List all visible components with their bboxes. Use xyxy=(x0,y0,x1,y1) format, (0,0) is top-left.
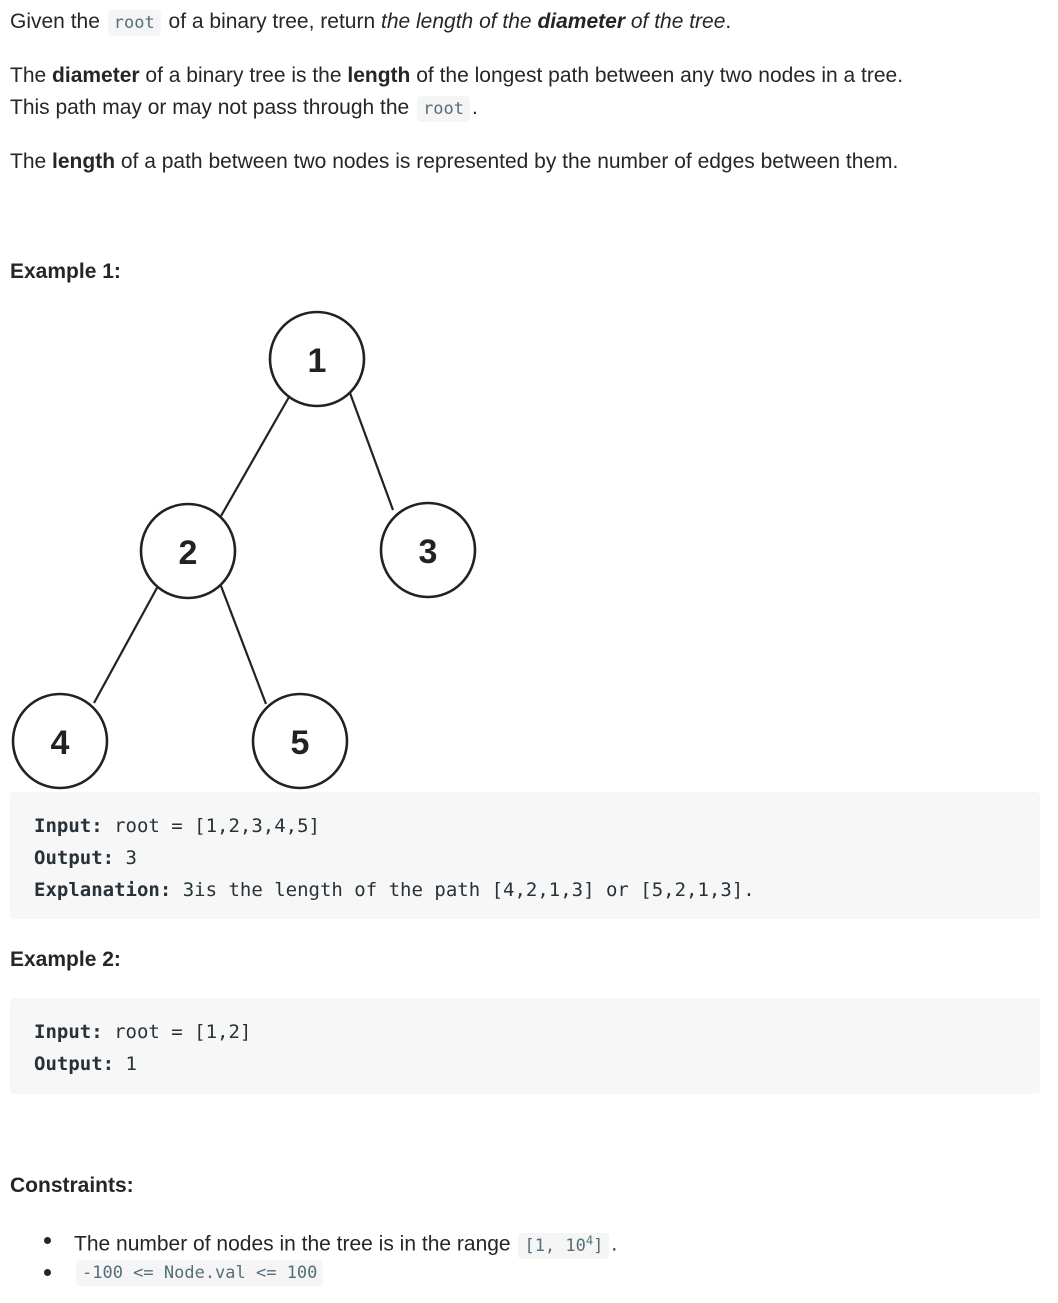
intro-period: . xyxy=(725,10,732,33)
input-label: Input: xyxy=(34,1021,103,1043)
explanation-label: Explanation: xyxy=(34,879,172,901)
intro-paragraph-1: Given the root of a binary tree, return … xyxy=(10,6,731,39)
intro-paragraph-2-line-2: This path may or may not pass through th… xyxy=(10,92,478,125)
tree-node-1 xyxy=(268,310,366,408)
list-item: -100 <= Node.val <= 100 xyxy=(40,1256,617,1288)
intro-italic: of the tree xyxy=(630,10,726,33)
range-code-text: ] xyxy=(593,1235,604,1256)
range-exponent: 4 xyxy=(585,1233,594,1247)
intro-text: of the longest path between any two node… xyxy=(416,64,904,87)
input-label: Input: xyxy=(34,815,103,837)
output-label: Output: xyxy=(34,847,115,869)
tree-edge xyxy=(93,585,159,704)
constraint-text: The number of nodes in the tree is in th… xyxy=(74,1232,511,1256)
intro-bold-diameter: diameter xyxy=(537,10,625,33)
tree-node-3 xyxy=(379,501,477,599)
constraints-list: The number of nodes in the tree is in th… xyxy=(40,1224,617,1288)
intro-text: The xyxy=(10,64,47,87)
intro-bold: length xyxy=(347,64,411,87)
tree-node-label: 5 xyxy=(291,724,310,762)
bullet-icon xyxy=(44,1237,51,1244)
tree-node-5 xyxy=(251,692,349,790)
example-2-heading: Example 2: xyxy=(10,948,121,971)
tree-edge xyxy=(220,396,290,517)
intro-paragraph-3: The length of a path between two nodes i… xyxy=(10,146,898,178)
intro-period: . xyxy=(472,96,478,119)
tree-node-label: 2 xyxy=(179,534,198,572)
inline-code-constraint: -100 <= Node.val <= 100 xyxy=(76,1260,324,1286)
tree-node-label: 4 xyxy=(51,724,70,762)
intro-text: of a binary tree, return xyxy=(168,10,376,33)
tree-node-label: 1 xyxy=(308,342,327,380)
intro-text: This path may or may not pass through th… xyxy=(10,96,410,119)
explanation-value: 3is the length of the path [4,2,1,3] or … xyxy=(171,879,755,901)
tree-node-label: 3 xyxy=(419,533,438,571)
tree-edge xyxy=(348,392,395,511)
range-code-text: [1, 10 xyxy=(524,1235,586,1256)
constraint-period: . xyxy=(611,1232,618,1256)
example-1-code-block: Input: root = [1,2,3,4,5] Output: 3 Expl… xyxy=(10,792,1040,919)
tree-node-2 xyxy=(139,502,237,600)
binary-tree-diagram: 1 2 3 4 5 xyxy=(11,310,477,790)
inline-code-root: root xyxy=(107,10,161,36)
output-value: 3 xyxy=(114,847,137,869)
input-value: root = [1,2,3,4,5] xyxy=(102,815,320,837)
intro-text: Given the xyxy=(10,10,100,33)
constraints-heading: Constraints: xyxy=(10,1174,134,1197)
output-value: 1 xyxy=(114,1053,137,1075)
intro-text: The xyxy=(10,150,47,173)
intro-text: of a path between two nodes is represent… xyxy=(120,150,899,173)
input-value: root = [1,2] xyxy=(102,1021,252,1043)
intro-italic: the length of the xyxy=(380,10,532,33)
intro-paragraph-2: The diameter of a binary tree is the len… xyxy=(10,60,903,92)
output-label: Output: xyxy=(34,1053,115,1075)
tree-node-4 xyxy=(11,692,109,790)
intro-bold: length xyxy=(52,150,116,173)
intro-text: of a binary tree is the xyxy=(145,64,342,87)
tree-edge xyxy=(219,585,268,705)
bullet-icon xyxy=(44,1269,51,1276)
example-1-heading: Example 1: xyxy=(10,260,121,283)
intro-bold: diameter xyxy=(52,64,140,87)
list-item: The number of nodes in the tree is in th… xyxy=(40,1224,618,1259)
example-2-code-block: Input: root = [1,2] Output: 1 xyxy=(10,998,1040,1094)
inline-code-root: root xyxy=(417,96,471,122)
inline-code-range: [1, 104] xyxy=(518,1232,610,1259)
